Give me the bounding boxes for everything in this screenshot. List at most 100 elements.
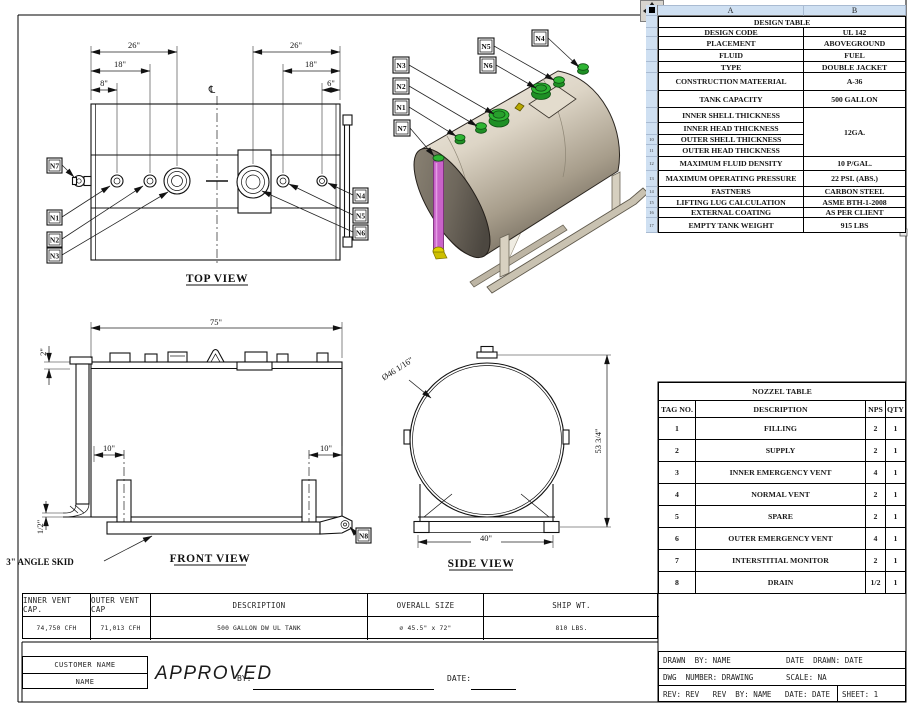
dimension-label: 18" xyxy=(305,59,317,69)
nozzle-cell: 2 xyxy=(866,440,886,462)
skid-label: 3" ANGLE SKID xyxy=(6,557,74,567)
spec-value: 71,013 CFH xyxy=(91,617,151,640)
dimension-label: 10" xyxy=(103,443,115,453)
design-row-label: PLACEMENT xyxy=(658,37,804,50)
row-number xyxy=(646,37,658,50)
nozzle-table: NOZZEL TABLE TAG NO. DESCRIPTION NPS QTY… xyxy=(658,382,906,594)
approved-by-signature-line[interactable] xyxy=(253,689,434,690)
row-number: 13 xyxy=(646,171,658,187)
nozzle-cell: 2 xyxy=(866,418,886,440)
svg-text:N7: N7 xyxy=(50,162,59,171)
dimension-label: 1/2" xyxy=(35,520,45,534)
nozzle-cell: SPARE xyxy=(696,506,866,528)
nozzle-cell: 1 xyxy=(886,418,906,440)
isometric-view: N3 N2 N1 N7 N5 N6 N4 xyxy=(392,29,649,294)
row-number: 12 xyxy=(646,157,658,171)
svg-text:N7: N7 xyxy=(397,124,406,133)
tag-n2: N2 xyxy=(46,231,63,248)
design-row-label: MAXIMUM FLUID DENSITY xyxy=(658,157,804,171)
svg-text:N6: N6 xyxy=(483,61,492,70)
spec-value: 500 GALLON DW UL TANK xyxy=(151,617,368,640)
design-row-label: FASTNERS xyxy=(658,187,804,197)
svg-text:N3: N3 xyxy=(50,252,59,261)
design-row-label: DESIGN CODE xyxy=(658,28,804,37)
row-number: 10 xyxy=(646,135,658,145)
dimension-label: 18" xyxy=(114,59,126,69)
nozzle-cell: NORMAL VENT xyxy=(696,484,866,506)
dimension-label: 6" xyxy=(327,78,335,88)
scale: SCALE: NA xyxy=(786,672,827,682)
nozzle-cell: 1 xyxy=(886,440,906,462)
nozzle-cell: FILLING xyxy=(696,418,866,440)
nozzle-cell: 2 xyxy=(866,506,886,528)
nozzle-header-desc: DESCRIPTION xyxy=(696,401,866,418)
row-number xyxy=(646,50,658,62)
centerline-symbol: ℄ xyxy=(208,85,216,96)
nozzle-cell: 4 xyxy=(659,484,696,506)
tag-n4: N4 xyxy=(531,29,549,47)
dimension-label: 40" xyxy=(480,533,492,543)
nozzle-cell: 7 xyxy=(659,550,696,572)
tag-n3: N3 xyxy=(46,247,63,264)
nozzle-cell: 2 xyxy=(866,550,886,572)
column-header-b[interactable]: B xyxy=(804,5,906,16)
tag-n5: N5 xyxy=(352,207,369,224)
spec-header: INNER VENT CAP. xyxy=(23,594,91,617)
row-number xyxy=(646,108,658,123)
nozzle-table-title: NOZZEL TABLE xyxy=(659,383,906,401)
nozzle-cell: 1 xyxy=(886,462,906,484)
approved-date-line[interactable] xyxy=(471,689,516,690)
row-number xyxy=(646,73,658,91)
row-number xyxy=(646,62,658,73)
svg-text:N6: N6 xyxy=(356,229,365,238)
dimension-label: 26" xyxy=(128,40,140,50)
side-view: 40" 53 3/4" Ø46 1/16" SIDE VIEW xyxy=(380,345,611,571)
nozzle-cell: 1 xyxy=(659,418,696,440)
customer-name-label: CUSTOMER NAME xyxy=(23,657,147,674)
design-row-value: 915 LBS xyxy=(804,218,906,233)
design-row-value: DOUBLE JACKET xyxy=(804,62,906,73)
revision-line: REV: REV REV BY: NAME DATE: DATE xyxy=(659,686,838,702)
design-row-label: INNER HEAD THICKNESS xyxy=(658,123,804,135)
nozzle-cell: 1 xyxy=(886,484,906,506)
row-number xyxy=(646,123,658,135)
nozzle-cell: 1/2 xyxy=(866,572,886,594)
select-all-corner[interactable] xyxy=(646,5,658,16)
nozzle-cell: 2 xyxy=(659,440,696,462)
dimension-label: 75" xyxy=(210,317,222,327)
nozzle-cell: OUTER EMERGENCY VENT xyxy=(696,528,866,550)
spec-value: 74,750 CFH xyxy=(23,617,91,640)
row-number: 11 xyxy=(646,145,658,157)
tag-n1: N1 xyxy=(46,209,63,226)
nozzle-cell: 4 xyxy=(866,462,886,484)
design-row-label: INNER SHELL THICKNESS xyxy=(658,108,804,123)
approved-stamp: APPROVED xyxy=(155,663,273,684)
design-row-value: CARBON STEEL xyxy=(804,187,906,197)
design-row-value: 500 GALLON xyxy=(804,91,906,108)
top-view: 26" 18" 8" 26" 18" 6" ℄ N7 N1 N2 N3 N4 N… xyxy=(46,40,369,286)
tag-n3: N3 xyxy=(392,56,410,74)
tag-n8: N8 xyxy=(355,527,372,544)
column-header-a[interactable]: A xyxy=(658,5,804,16)
nozzle-cell: 2 xyxy=(866,484,886,506)
nozzle-cell: 1 xyxy=(886,550,906,572)
row-number: 17 xyxy=(646,218,658,233)
thickness-merged-value: 12GA. xyxy=(804,108,906,157)
date-drawn: DATE DRAWN: DATE xyxy=(786,655,863,665)
svg-text:N3: N3 xyxy=(396,61,405,70)
design-row-value: AS PER CLIENT xyxy=(804,208,906,218)
customer-name-value[interactable]: NAME xyxy=(75,678,95,686)
design-row-label: OUTER HEAD THICKNESS xyxy=(658,145,804,157)
nozzle-cell: DRAIN xyxy=(696,572,866,594)
design-row-label: CONSTRUCTION MATEERIAL xyxy=(658,73,804,91)
row-number: 16 xyxy=(646,208,658,218)
approved-by-label: BY: xyxy=(237,674,252,683)
design-row-label: EMPTY TANK WEIGHT xyxy=(658,218,804,233)
design-row-value: FUEL xyxy=(804,50,906,62)
svg-text:N1: N1 xyxy=(50,214,59,223)
tag-n6: N6 xyxy=(479,56,497,74)
nozzle-cell: 3 xyxy=(659,462,696,484)
svg-text:N2: N2 xyxy=(50,236,59,245)
